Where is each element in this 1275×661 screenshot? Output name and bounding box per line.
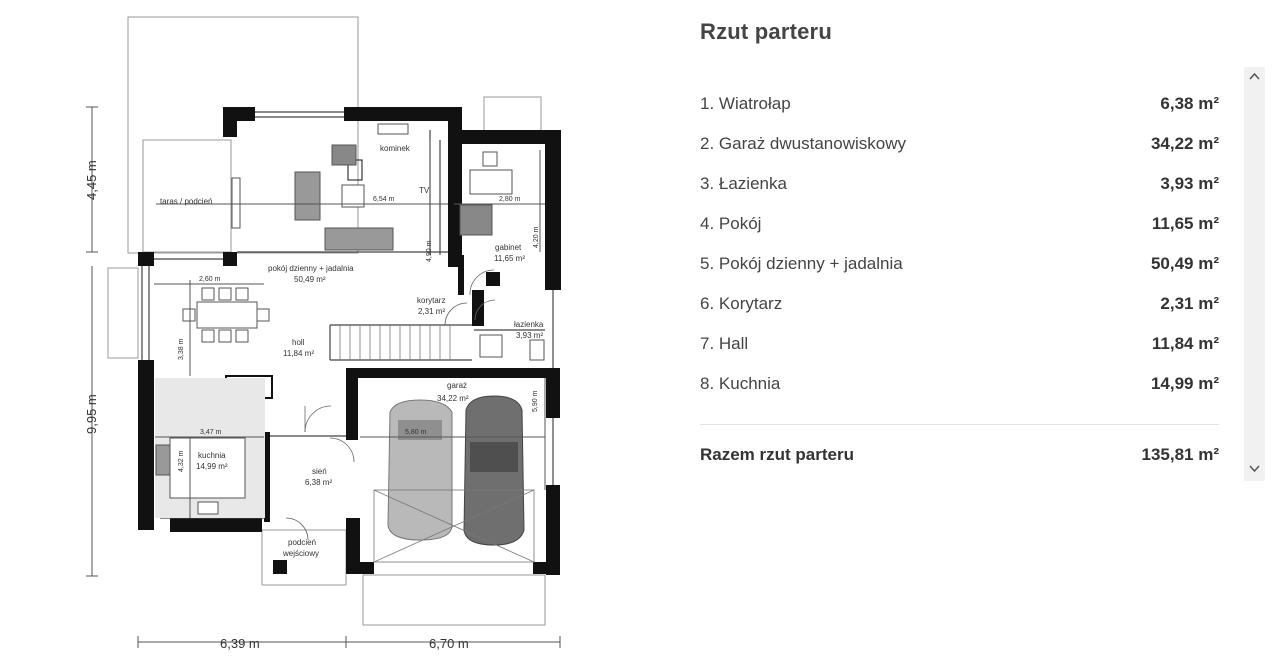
dim-right-width: 6,70 m <box>429 636 469 651</box>
label-gabinet-name: gabinet <box>495 243 522 252</box>
garage-door <box>373 489 535 563</box>
floor-plan: 4,45 m 9,95 m 6,39 m 6,70 m taras / podc… <box>84 16 561 651</box>
kitchen-island <box>169 437 246 499</box>
room-name: 8. Kuchnia <box>700 374 781 393</box>
room-row: 5. Pokój dzienny + jadalnia 50,49 m² <box>700 252 1219 276</box>
label-kominek: kominek <box>380 144 411 153</box>
room-row: 4. Pokój 11,65 m² <box>700 212 1219 236</box>
room-row: 7. Hall 11,84 m² <box>700 332 1219 356</box>
room-name: 3. Łazienka <box>700 174 787 193</box>
label-garaz-area: 34,22 m² <box>437 394 469 403</box>
total-area: 135,81 m² <box>1141 445 1220 464</box>
total-divider <box>700 424 1219 425</box>
label-lazienka-name: łazienka <box>514 320 544 329</box>
label-sien-name: sień <box>312 467 327 476</box>
dim-left-width: 6,39 m <box>220 636 260 651</box>
label-tv: TV <box>419 186 430 195</box>
dim-top-height: 4,45 m <box>84 160 99 200</box>
label-gabinet-dim: 2,80 m <box>499 196 521 203</box>
total-label: Razem rzut parteru <box>700 445 854 464</box>
label-gabinet-dim2: 4,20 m <box>533 226 540 248</box>
label-living-area: 50,49 m² <box>294 275 326 284</box>
room-list-panel: Rzut parteru 1. Wiatrołap 6,38 m² 2. Gar… <box>700 0 1220 661</box>
label-dining-dim: 2,60 m <box>199 276 221 283</box>
room-name: 6. Korytarz <box>700 294 783 313</box>
label-sien-area: 6,38 m² <box>305 478 332 487</box>
label-kuchnia-dim: 3,47 m <box>200 429 222 436</box>
room-row: 6. Korytarz 2,31 m² <box>700 292 1219 316</box>
furniture <box>155 123 545 515</box>
room-row: 2. Garaż dwustanowiskowy 34,22 m² <box>700 132 1219 156</box>
room-row: 8. Kuchnia 14,99 m² <box>700 372 1219 396</box>
chevron-up-icon[interactable] <box>1244 69 1265 86</box>
room-row: 3. Łazienka 3,93 m² <box>700 172 1219 196</box>
chevron-down-icon[interactable] <box>1244 462 1265 479</box>
label-podcien-2: wejściowy <box>282 549 319 558</box>
panel-title: Rzut parteru <box>700 19 832 44</box>
door-swings <box>285 269 496 541</box>
room-name: 7. Hall <box>700 334 749 353</box>
total-row: Razem rzut parteru 135,81 m² <box>700 444 1219 468</box>
label-holl-name: holl <box>292 338 305 347</box>
plan-labels: 4,45 m 9,95 m 6,39 m 6,70 m taras / podc… <box>84 144 544 651</box>
walls <box>138 107 561 575</box>
room-area: 6,38 m² <box>1160 94 1219 113</box>
room-area: 34,22 m² <box>1150 134 1219 153</box>
label-garaz-dim: 5,80 m <box>405 429 427 436</box>
room-name: 1. Wiatrołap <box>700 94 791 113</box>
room-area: 2,31 m² <box>1160 294 1219 313</box>
room-name: 2. Garaż dwustanowiskowy <box>700 134 906 153</box>
label-kuchnia-area: 14,99 m² <box>196 462 228 471</box>
dim-main-height: 9,95 m <box>84 394 99 434</box>
panel-scrollbar[interactable] <box>1244 67 1265 481</box>
label-holl-area: 11,84 m² <box>283 349 314 358</box>
label-garaz-name: garaż <box>447 381 467 390</box>
label-kuchnia-name: kuchnia <box>198 451 226 460</box>
room-area: 11,65 m² <box>1151 214 1219 233</box>
label-taras: taras / podcień <box>160 197 212 206</box>
room-area: 14,99 m² <box>1150 374 1219 393</box>
dimension-lines <box>86 106 561 648</box>
scrollbar-thumb[interactable] <box>1247 86 1262 461</box>
room-area: 3,93 m² <box>1160 174 1219 193</box>
label-korytarz-area: 2,31 m² <box>418 307 445 316</box>
label-korytarz-name: korytarz <box>417 296 445 305</box>
label-holl-dim: 3,38 m <box>178 338 185 360</box>
room-row: 1. Wiatrołap 6,38 m² <box>700 92 1219 116</box>
stairs <box>339 325 451 360</box>
room-name: 5. Pokój dzienny + jadalnia <box>700 254 903 273</box>
label-lazienka-area: 3,93 m² <box>516 331 543 340</box>
cars <box>387 395 525 546</box>
room-area: 50,49 m² <box>1150 254 1219 273</box>
label-podcien-1: podcień <box>288 538 316 547</box>
label-kuchnia-dim2: 4,32 m <box>178 450 185 472</box>
label-gabinet-area: 11,65 m² <box>494 254 525 263</box>
room-name: 4. Pokój <box>700 214 762 233</box>
label-garaz-dim2: 5,90 m <box>532 390 539 412</box>
label-living-dim: 6,54 m <box>373 196 395 203</box>
label-living-name: pokój dzienny + jadalnia <box>268 264 354 273</box>
room-area: 11,84 m² <box>1151 334 1219 353</box>
label-living-dim2: 4,90 m <box>426 240 433 262</box>
